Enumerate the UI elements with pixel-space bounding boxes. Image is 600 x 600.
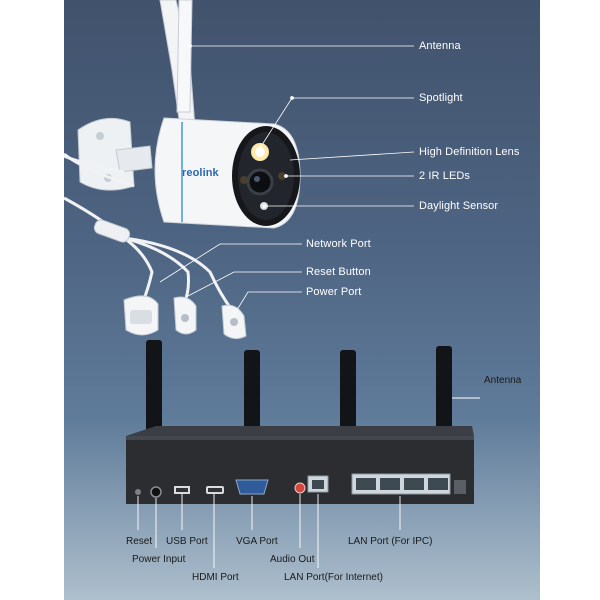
- label-lan-internet: LAN Port(For Internet): [284, 572, 383, 583]
- label-daylight-sensor: Daylight Sensor: [419, 200, 499, 212]
- camera-leader-lines: [159, 44, 415, 319]
- label-hdmi-port: HDMI Port: [192, 572, 239, 583]
- camera-body: [154, 117, 301, 229]
- label-vga-port: VGA Port: [236, 536, 278, 547]
- illustration: [64, 0, 480, 568]
- camera-plugs: [93, 219, 247, 340]
- label-nvr-antenna: Antenna: [484, 375, 522, 386]
- label-spotlight: Spotlight: [419, 92, 463, 104]
- label-reset-button: Reset Button: [306, 266, 371, 278]
- label-reset: Reset: [126, 536, 153, 547]
- label-power-input: Power Input: [132, 554, 186, 565]
- label-power-port: Power Port: [306, 286, 362, 298]
- brand-logo: reolink: [182, 167, 219, 179]
- label-hd-lens: High Definition Lens: [419, 146, 520, 158]
- nvr-leader-lines: [137, 397, 480, 568]
- label-network-port: Network Port: [306, 238, 371, 250]
- label-ir-leds: 2 IR LEDs: [419, 170, 471, 182]
- label-audio-out: Audio Out: [270, 554, 315, 565]
- nvr-box: [126, 426, 474, 504]
- label-lan-ipc: LAN Port (For IPC): [348, 536, 433, 547]
- product-diagram: reolink Antenna Spotlight High Definitio…: [64, 0, 540, 600]
- label-usb-port: USB Port: [166, 536, 208, 547]
- camera-cables: [64, 152, 234, 311]
- label-camera-antenna: Antenna: [419, 40, 461, 52]
